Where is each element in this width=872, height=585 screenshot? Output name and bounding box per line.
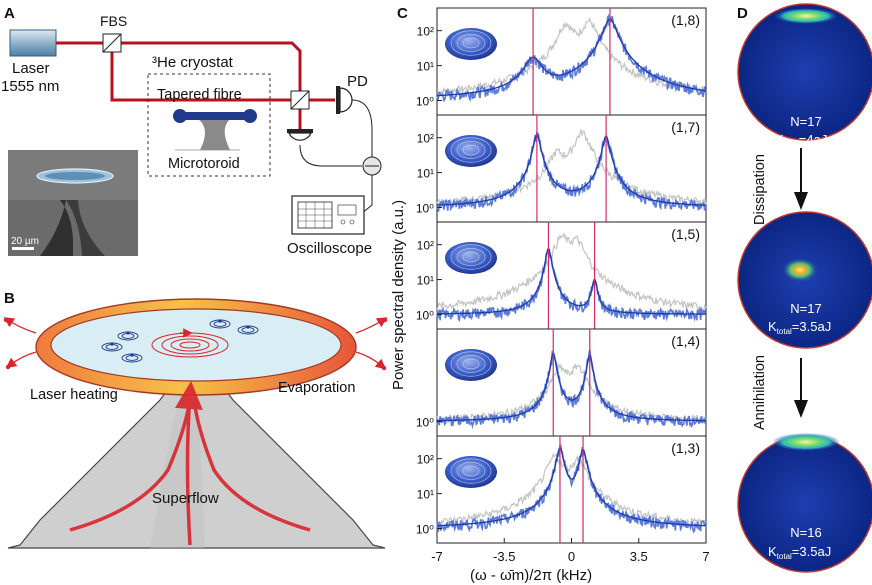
lorentzian-fit [437,18,706,97]
x-tick-label: -3.5 [493,549,515,564]
mode-label: (1,4) [671,333,700,349]
pd-cable [351,99,373,158]
x-tick-label: -7 [431,549,443,564]
laser-icon [9,29,57,57]
mode-label: (1,3) [671,440,700,456]
laser-heating-label: Laser heating [30,387,118,403]
thermal-spectrum [436,452,707,527]
dissipation-label: Dissipation [752,154,768,225]
lorentzian-fit [437,133,706,206]
y-tick-label: 10² [417,132,434,146]
y-tick-label: 10² [417,453,434,467]
y-tick-label: 10⁰ [416,522,434,536]
y-tick-label: 10⁰ [416,415,434,429]
panel-d: D N=17 Ktotal=4aJ N=17 Ktotal=3.5aJ N=16… [737,3,872,573]
plot-frame [436,7,707,116]
vortex-count-1: N=17 [790,114,821,129]
measured-spectrum [436,248,706,323]
cryostat-box [147,73,271,177]
measured-spectrum [436,348,706,430]
fbs-icon [102,33,122,53]
mode-shape-icon [445,349,497,381]
energy-2: Ktotal=3.5aJ [768,319,831,336]
mode-label: (1,7) [671,119,700,135]
energy-3: Ktotal=3.5aJ [768,544,831,561]
y-tick-label: 10¹ [417,60,434,74]
y-tick-label: 10² [417,239,434,253]
process-arrows [794,148,808,418]
superfluid-film [50,308,342,382]
mixer-icon [362,156,382,176]
pd-cable-2 [299,144,362,167]
fbs-label: FBS [100,13,127,29]
superflow-label: Superflow [152,490,219,507]
y-tick-label: 10⁰ [416,308,434,322]
panel-a-label: A [4,5,15,22]
vortex-count-3: N=16 [790,525,821,540]
y-tick-label: 10² [417,25,434,39]
measured-spectrum [436,131,706,212]
panel-a: A Laser 1555 nm FBS ³He cryostat Tapered… [1,5,382,257]
scale-bar-label: 20 µm [11,236,39,247]
panel-c-label: C [397,5,408,22]
vortex-distribution-1: N=17 Ktotal=4aJ [737,3,872,149]
vortex-count-2: N=17 [790,301,821,316]
photodiode-icon [287,86,353,141]
sem-image [8,150,138,256]
x-axis-ticks: -7 -3.5 0 3.5 7 [431,538,710,564]
lorentzian-fit [437,247,706,315]
mode-shape-icon [445,135,497,167]
panel-d-label: D [737,5,748,22]
y-tick-label: 10¹ [417,274,434,288]
y-tick-label: 10⁰ [416,94,434,108]
panel-b-label: B [4,290,15,307]
tapered-fibre-label: Tapered fibre [157,87,242,103]
lorentzian-fit [437,446,706,527]
scope-cable [360,175,373,215]
measured-spectrum [436,13,706,103]
spectra-chart: (1,8) 10² 10¹ 10⁰ (1,7) 10² 10¹ 10⁰ (1,5) 10² 10¹ 1… [416,7,707,544]
mode-shape-icon [445,456,497,488]
evaporation-arrows [3,317,388,370]
y-tick-label: 10¹ [417,488,434,502]
cryostat-label: ³He cryostat [152,54,234,71]
microtoroid-icon [173,109,257,151]
x-tick-label: 0 [568,549,575,564]
splitter-icon [290,90,310,110]
evaporation-label: Evaporation [278,380,355,396]
laser-wavelength: 1555 nm [1,78,59,95]
y-tick-label: 10¹ [417,167,434,181]
laser-label: Laser [12,60,50,77]
spectrum-panel-1: (1,7) 10² 10¹ 10⁰ [416,114,707,223]
oscilloscope-label: Oscilloscope [287,240,372,257]
lorentzian-fit [437,352,706,422]
x-tick-label: 7 [702,549,709,564]
thermal-spectrum [436,129,707,207]
spectrum-panel-3: (1,4) 10⁰ [416,328,707,437]
thermal-spectrum [436,231,707,312]
spectrum-panel-2: (1,5) 10² 10¹ 10⁰ [416,221,707,330]
vortex-distribution-2: N=17 Ktotal=3.5aJ [737,211,872,349]
vortex-distribution-3: N=16 Ktotal=3.5aJ [737,433,872,573]
annihilation-label: Annihilation [752,355,768,430]
measured-spectrum [436,444,706,534]
panel-c: C Power spectral density (a.u.) (1,8) 10²… [390,5,710,584]
panel-b: B [3,290,388,549]
spectrum-panel-0: (1,8) 10² 10¹ 10⁰ [416,7,707,116]
mode-label: (1,5) [671,226,700,242]
oscilloscope-icon [291,195,365,235]
pd-label: PD [347,73,368,90]
x-axis-label: (ω - ω̄m)/2π (kHz) [470,567,592,584]
mode-label: (1,8) [671,12,700,28]
mode-shape-icon [445,242,497,274]
microtoroid-label: Microtoroid [168,156,240,172]
x-tick-label: 3.5 [630,549,648,564]
energy-1: Ktotal=4aJ [775,132,827,149]
superflow-arrows [69,381,311,546]
spectrum-panel-4: (1,3) 10² 10¹ 10⁰ [416,435,707,544]
mode-shape-icon [445,28,497,60]
y-tick-label: 10⁰ [416,201,434,215]
y-axis-label: Power spectral density (a.u.) [390,200,407,390]
